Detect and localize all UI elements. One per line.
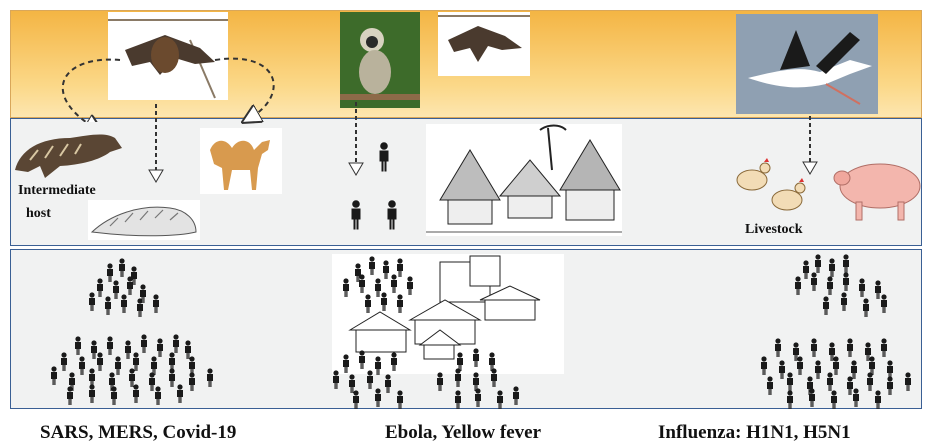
crowd-group-3 bbox=[761, 254, 911, 409]
intermediate-host-label-line2: host bbox=[26, 206, 51, 222]
village-huts-sketch bbox=[426, 124, 622, 236]
chicken-2 bbox=[772, 178, 805, 210]
city-sketch bbox=[332, 254, 564, 374]
camel-image bbox=[200, 128, 282, 194]
arrow-bird-down bbox=[803, 116, 817, 174]
bat-photo-2 bbox=[438, 12, 530, 76]
intermediate-host-label-line1: Intermediate bbox=[18, 182, 96, 200]
livestock-label: Livestock bbox=[745, 222, 803, 238]
arrow-monkey-down bbox=[349, 102, 363, 175]
pangolin-image bbox=[88, 200, 200, 240]
arrow-bat-down bbox=[149, 104, 163, 182]
monkey-photo bbox=[340, 12, 420, 108]
pig-image bbox=[834, 164, 920, 220]
chicken-1 bbox=[737, 158, 770, 190]
village-people bbox=[352, 142, 397, 229]
crowd-group-1 bbox=[51, 258, 213, 405]
bat-photo-1 bbox=[108, 12, 228, 100]
caption-ebola-yellow-fever: Ebola, Yellow fever bbox=[385, 422, 541, 444]
caption-sars-mers-covid: SARS, MERS, Covid-19 bbox=[40, 422, 236, 444]
caption-influenza: Influenza: H1N1, H5N1 bbox=[658, 422, 851, 444]
civet-image bbox=[12, 122, 127, 180]
bird-photo bbox=[736, 14, 878, 114]
